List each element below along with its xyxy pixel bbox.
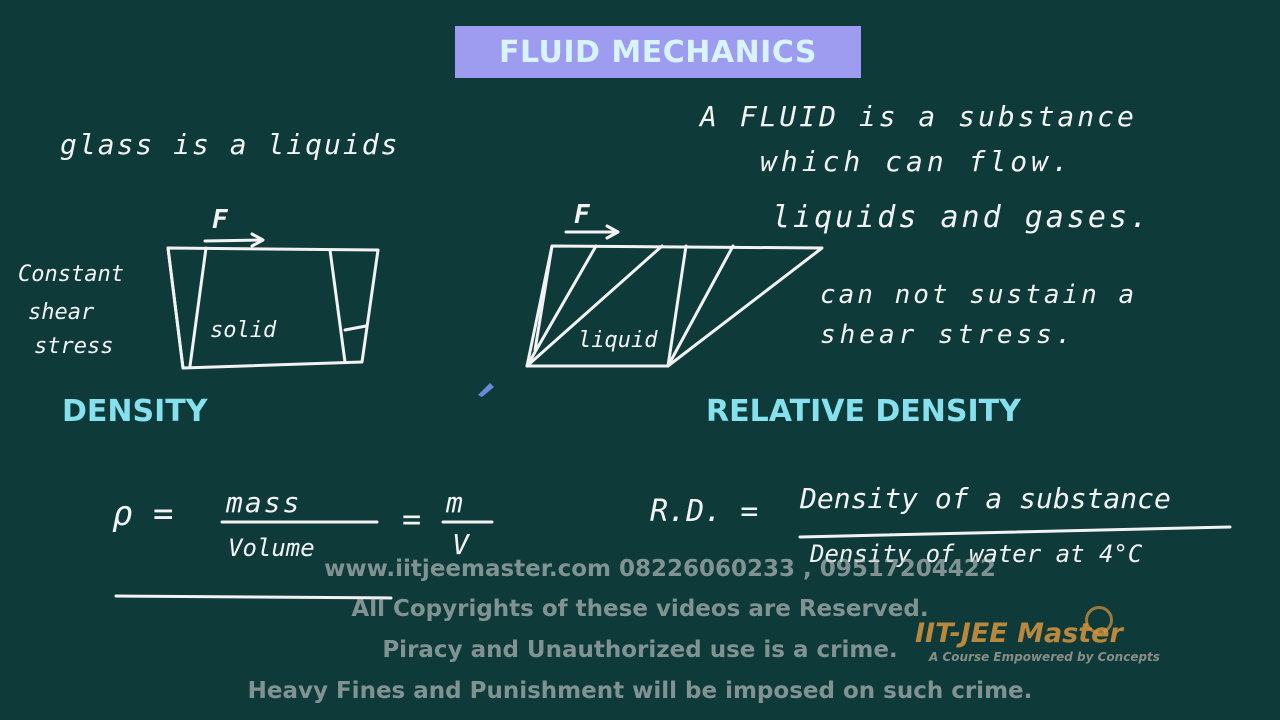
label-solid: solid bbox=[210, 318, 277, 343]
density-m: m bbox=[446, 486, 463, 519]
note-definition-line2: which can flow. bbox=[760, 145, 1073, 178]
force-arrow-solid bbox=[203, 238, 264, 243]
density-volume: Volume bbox=[228, 534, 315, 562]
liquid-streamline-4 bbox=[666, 244, 735, 368]
page-title: FLUID MECHANICS bbox=[498, 34, 818, 70]
liquid-streamline-1 bbox=[525, 244, 598, 368]
label-liquid: liquid bbox=[578, 328, 658, 353]
rd-denominator: Density of water at 4°C bbox=[810, 540, 1143, 568]
iit-jee-master-logo: IIT-JEE Master A Course Empowered by Con… bbox=[915, 606, 1235, 668]
note-constant-line3: stress bbox=[34, 334, 114, 359]
title-banner: FLUID MECHANICS bbox=[455, 26, 861, 78]
heading-density: DENSITY bbox=[62, 394, 208, 429]
gear-icon bbox=[1085, 606, 1113, 634]
logo-name: IIT-JEE Master bbox=[915, 618, 1123, 649]
force-label-liquid: F bbox=[574, 200, 590, 230]
solid-block-outline bbox=[166, 246, 380, 370]
liquid-streamline-2 bbox=[525, 244, 664, 368]
force-label-solid: F bbox=[212, 205, 228, 235]
pen-cursor-icon bbox=[478, 383, 494, 397]
rd-fraction-bar bbox=[798, 525, 1232, 539]
note-definition-line1: A FLUID is a substance bbox=[700, 100, 1137, 133]
liquid-left-edge bbox=[533, 244, 554, 352]
note-shear-line2: shear stress. bbox=[820, 320, 1076, 350]
density-mass: mass bbox=[226, 486, 302, 519]
liquid-streamline-3 bbox=[666, 244, 688, 368]
solid-deformed-inner-right bbox=[328, 248, 347, 364]
watermark-fines: Heavy Fines and Punishment will be impos… bbox=[247, 678, 1033, 704]
solid-shear-tick bbox=[343, 324, 368, 332]
note-glass: glass is a liquids bbox=[60, 128, 400, 161]
heading-relative-density: RELATIVE DENSITY bbox=[706, 394, 1021, 429]
note-shear-line1: can not sustain a bbox=[820, 280, 1138, 310]
solid-deformed-inner-left bbox=[188, 246, 208, 368]
watermark-copyright: All Copyrights of these videos are Reser… bbox=[351, 596, 929, 622]
note-constant-line2: shear bbox=[28, 300, 95, 325]
rd-label: R.D. = bbox=[650, 494, 759, 529]
density-symbol: ρ = bbox=[112, 494, 174, 534]
density-v: V bbox=[452, 528, 469, 561]
solid-deformed-left bbox=[166, 246, 185, 370]
watermark-contact: www.iitjeemaster.com 08226060233 , 09517… bbox=[324, 556, 996, 582]
density-underline bbox=[114, 594, 393, 600]
rd-numerator: Density of a substance bbox=[800, 482, 1171, 515]
watermark-piracy: Piracy and Unauthorized use is a crime. bbox=[382, 637, 898, 663]
note-constant-line1: Constant bbox=[18, 262, 124, 287]
logo-tagline: A Course Empowered by Concepts bbox=[929, 650, 1160, 664]
density-equals: = bbox=[402, 500, 422, 538]
liquid-block-outline bbox=[525, 244, 824, 368]
note-liquids-gases: liquids and gases. bbox=[772, 200, 1152, 235]
